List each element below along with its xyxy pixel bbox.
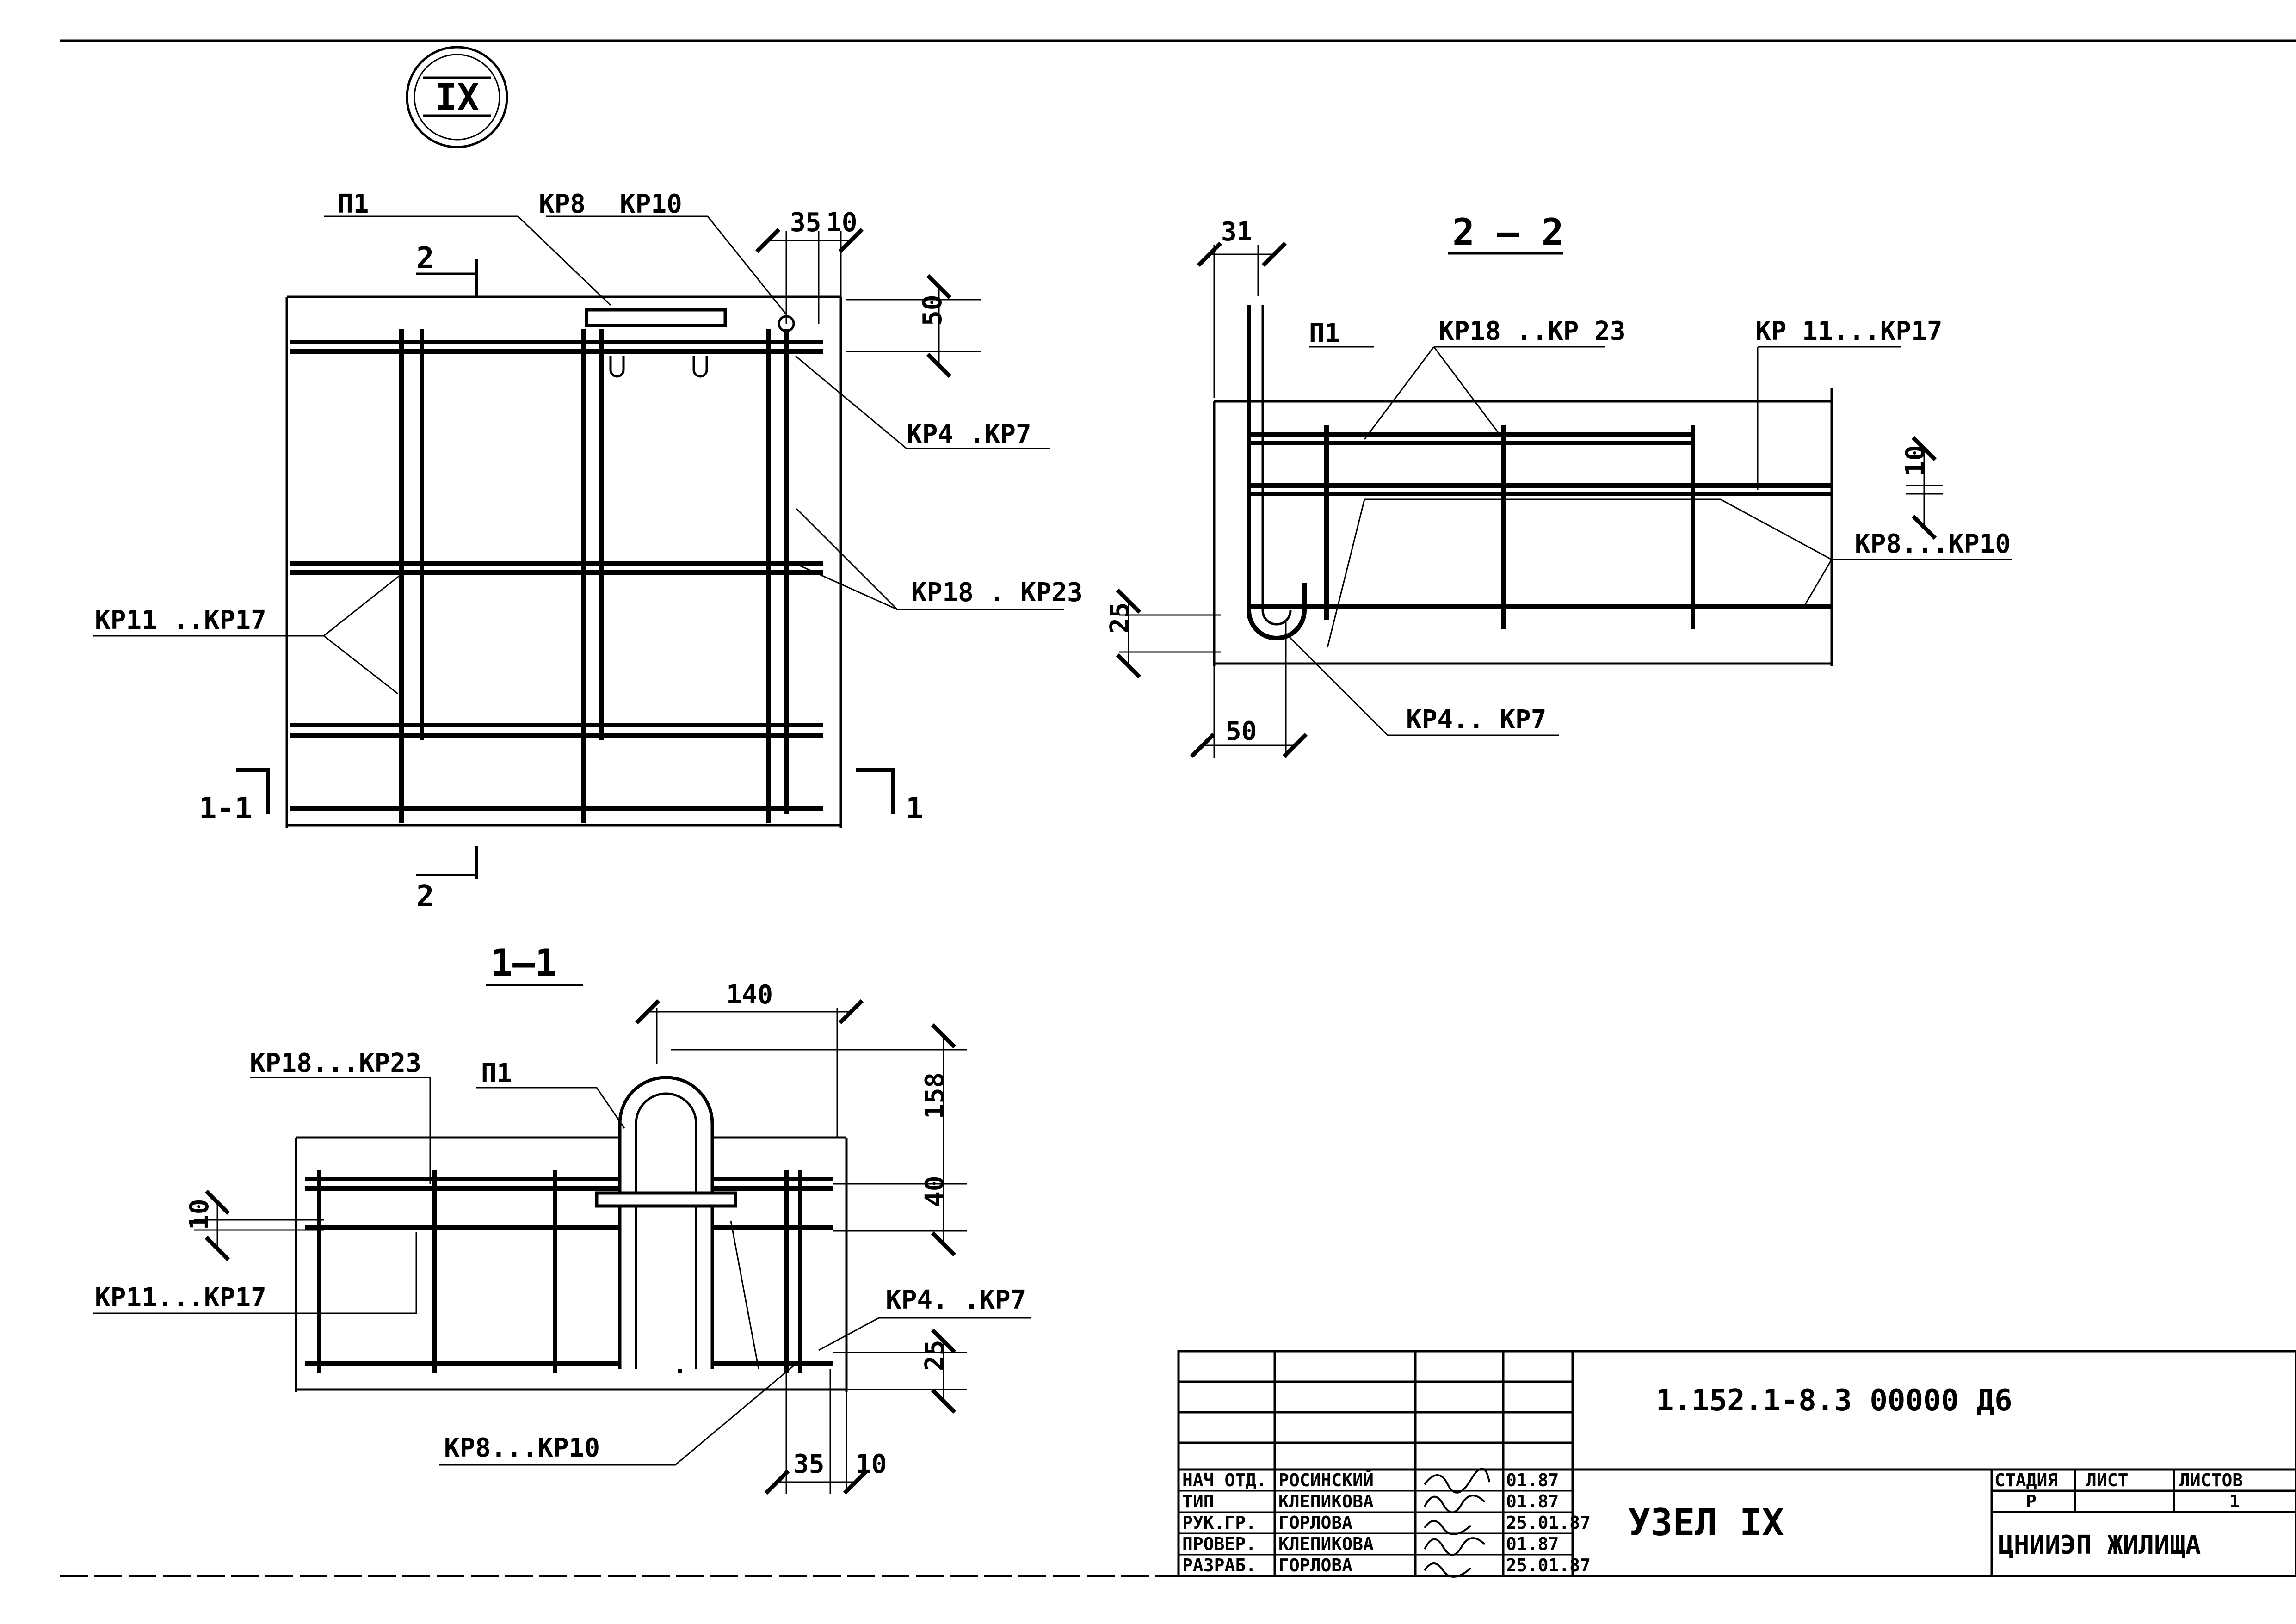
plan-dim-50: 50 bbox=[918, 295, 948, 326]
plan-view: П1 КР8 КР10 КР4 .КР7 КР18 . КР23 КР11 ..… bbox=[93, 189, 1083, 914]
plan-cut2-top: 2 bbox=[416, 241, 434, 276]
plan-cut1-right: 1 bbox=[906, 792, 924, 826]
row-date: 01.87 bbox=[1506, 1534, 1559, 1554]
plan-label-kp11-kp17: КР11 ..КР17 bbox=[95, 605, 266, 635]
node-marker-text: IX bbox=[435, 76, 479, 119]
plan-label-kp8: КР8 bbox=[539, 189, 586, 219]
row-name: РОСИНСКИЙ bbox=[1278, 1470, 1374, 1490]
row-role: РАЗРАБ. bbox=[1182, 1555, 1256, 1575]
title-block-row-4: ПРОВЕР. КЛЕПИКОВА 01.87 bbox=[1182, 1534, 1559, 1556]
row-name: КЛЕПИКОВА bbox=[1278, 1491, 1374, 1512]
title-block: 1.152.1-8.3 00000 Д6 СТАДИЯ ЛИСТ ЛИСТОВ … bbox=[1177, 1350, 2296, 1578]
row-name: ГОРЛОВА bbox=[1278, 1555, 1352, 1575]
signature-mark bbox=[1424, 1495, 1486, 1513]
plan-label-kp10: КР10 bbox=[620, 189, 682, 219]
s22-label-kp18-kp23: КР18 ..КР 23 bbox=[1438, 316, 1626, 346]
title-block-stage-value: Р bbox=[2026, 1491, 2037, 1512]
s11-label-p1: П1 bbox=[481, 1058, 512, 1089]
row-role: РУК.ГР. bbox=[1182, 1513, 1256, 1533]
row-date: 25.01.87 bbox=[1506, 1513, 1591, 1533]
section-2-2-title: 2 — 2 bbox=[1452, 211, 1564, 254]
signature-mark bbox=[1424, 1520, 1472, 1535]
row-role: ТИП bbox=[1182, 1491, 1214, 1512]
title-block-row-3: РУК.ГР. ГОРЛОВА 25.01.87 bbox=[1182, 1513, 1591, 1535]
s11-dim-158: 158 bbox=[920, 1072, 950, 1119]
s22-label-kp8-kp10: КР8...КР10 bbox=[1855, 529, 2011, 559]
s11-label-kp11-kp17: КР11...КР17 bbox=[95, 1283, 266, 1313]
row-name: ГОРЛОВА bbox=[1278, 1513, 1352, 1533]
row-date: 25.01.87 bbox=[1506, 1555, 1591, 1575]
title-block-stage-header: СТАДИЯ bbox=[1994, 1470, 2058, 1490]
signature-mark bbox=[1424, 1562, 1472, 1578]
s11-dim-40: 40 bbox=[920, 1176, 950, 1207]
title-block-sheets-header: ЛИСТОВ bbox=[2179, 1470, 2243, 1490]
section-1-1-title: 1—1 bbox=[490, 941, 557, 984]
plan-cut2-bottom: 2 bbox=[416, 880, 434, 914]
title-block-row-5: РАЗРАБ. ГОРЛОВА 25.01.87 bbox=[1182, 1555, 1591, 1578]
row-date: 01.87 bbox=[1506, 1470, 1559, 1490]
s11-dim-10: 10 bbox=[185, 1199, 215, 1230]
row-name: КЛЕПИКОВА bbox=[1278, 1534, 1374, 1554]
s22-dim-31: 31 bbox=[1221, 217, 1252, 247]
title-block-sheet-header: ЛИСТ bbox=[2086, 1470, 2129, 1490]
s11-label-kp18-kp23: КР18...КР23 bbox=[250, 1048, 421, 1078]
row-role: ПРОВЕР. bbox=[1182, 1534, 1256, 1554]
plan-dim-10: 10 bbox=[826, 208, 857, 238]
s11-label-kp4-kp7: КР4. .КР7 bbox=[886, 1285, 1026, 1315]
section-2-2: 2 — 2 П1 КР18 ..КР 23 КР 11...КР17 КР8. bbox=[1105, 211, 2012, 758]
node-marker: IX bbox=[406, 46, 508, 148]
title-block-sheets-value: 1 bbox=[2229, 1491, 2240, 1512]
title-block-row-1: НАЧ ОТД. РОСИНСКИЙ 01.87 bbox=[1182, 1468, 1559, 1494]
s22-dim-25: 25 bbox=[1105, 603, 1135, 634]
s11-dim-25: 25 bbox=[920, 1340, 950, 1371]
s22-dim-50: 50 bbox=[1226, 716, 1257, 746]
title-block-org: ЦНИИЭП ЖИЛИЩА bbox=[1998, 1530, 2201, 1560]
signature-mark bbox=[1424, 1537, 1486, 1556]
section-1-1: 1—1 КР18...КР23 П1 КР11...КР17 КР4. .КР7 bbox=[93, 941, 1031, 1495]
plan-cut1-left: 1-1 bbox=[199, 792, 253, 826]
s11-dim-10b: 10 bbox=[856, 1449, 887, 1479]
row-date: 01.87 bbox=[1506, 1491, 1559, 1512]
title-block-row-2: ТИП КЛЕПИКОВА 01.87 bbox=[1182, 1491, 1559, 1513]
title-block-sheet-title: УЗЕЛ IX bbox=[1628, 1501, 1784, 1544]
plan-label-kp4-kp7: КР4 .КР7 bbox=[907, 419, 1031, 449]
plan-label-kp18-kp23: КР18 . КР23 bbox=[911, 578, 1083, 608]
s22-label-kp11-kp17: КР 11...КР17 bbox=[1755, 316, 1943, 346]
title-block-code: 1.152.1-8.3 00000 Д6 bbox=[1656, 1384, 2012, 1418]
signature-mark bbox=[1424, 1468, 1490, 1494]
s11-label-kp8-kp10: КР8...КР10 bbox=[444, 1433, 600, 1463]
s22-label-kp4-kp7: КР4.. КР7 bbox=[1406, 705, 1546, 735]
s22-label-p1: П1 bbox=[1309, 319, 1340, 349]
s11-dim-140: 140 bbox=[726, 980, 773, 1010]
s11-dim-35: 35 bbox=[793, 1449, 824, 1479]
row-role: НАЧ ОТД. bbox=[1182, 1470, 1267, 1490]
s22-dim-10: 10 bbox=[1901, 445, 1931, 476]
plan-dim-35: 35 bbox=[790, 208, 821, 238]
plan-label-p1: П1 bbox=[338, 189, 369, 219]
